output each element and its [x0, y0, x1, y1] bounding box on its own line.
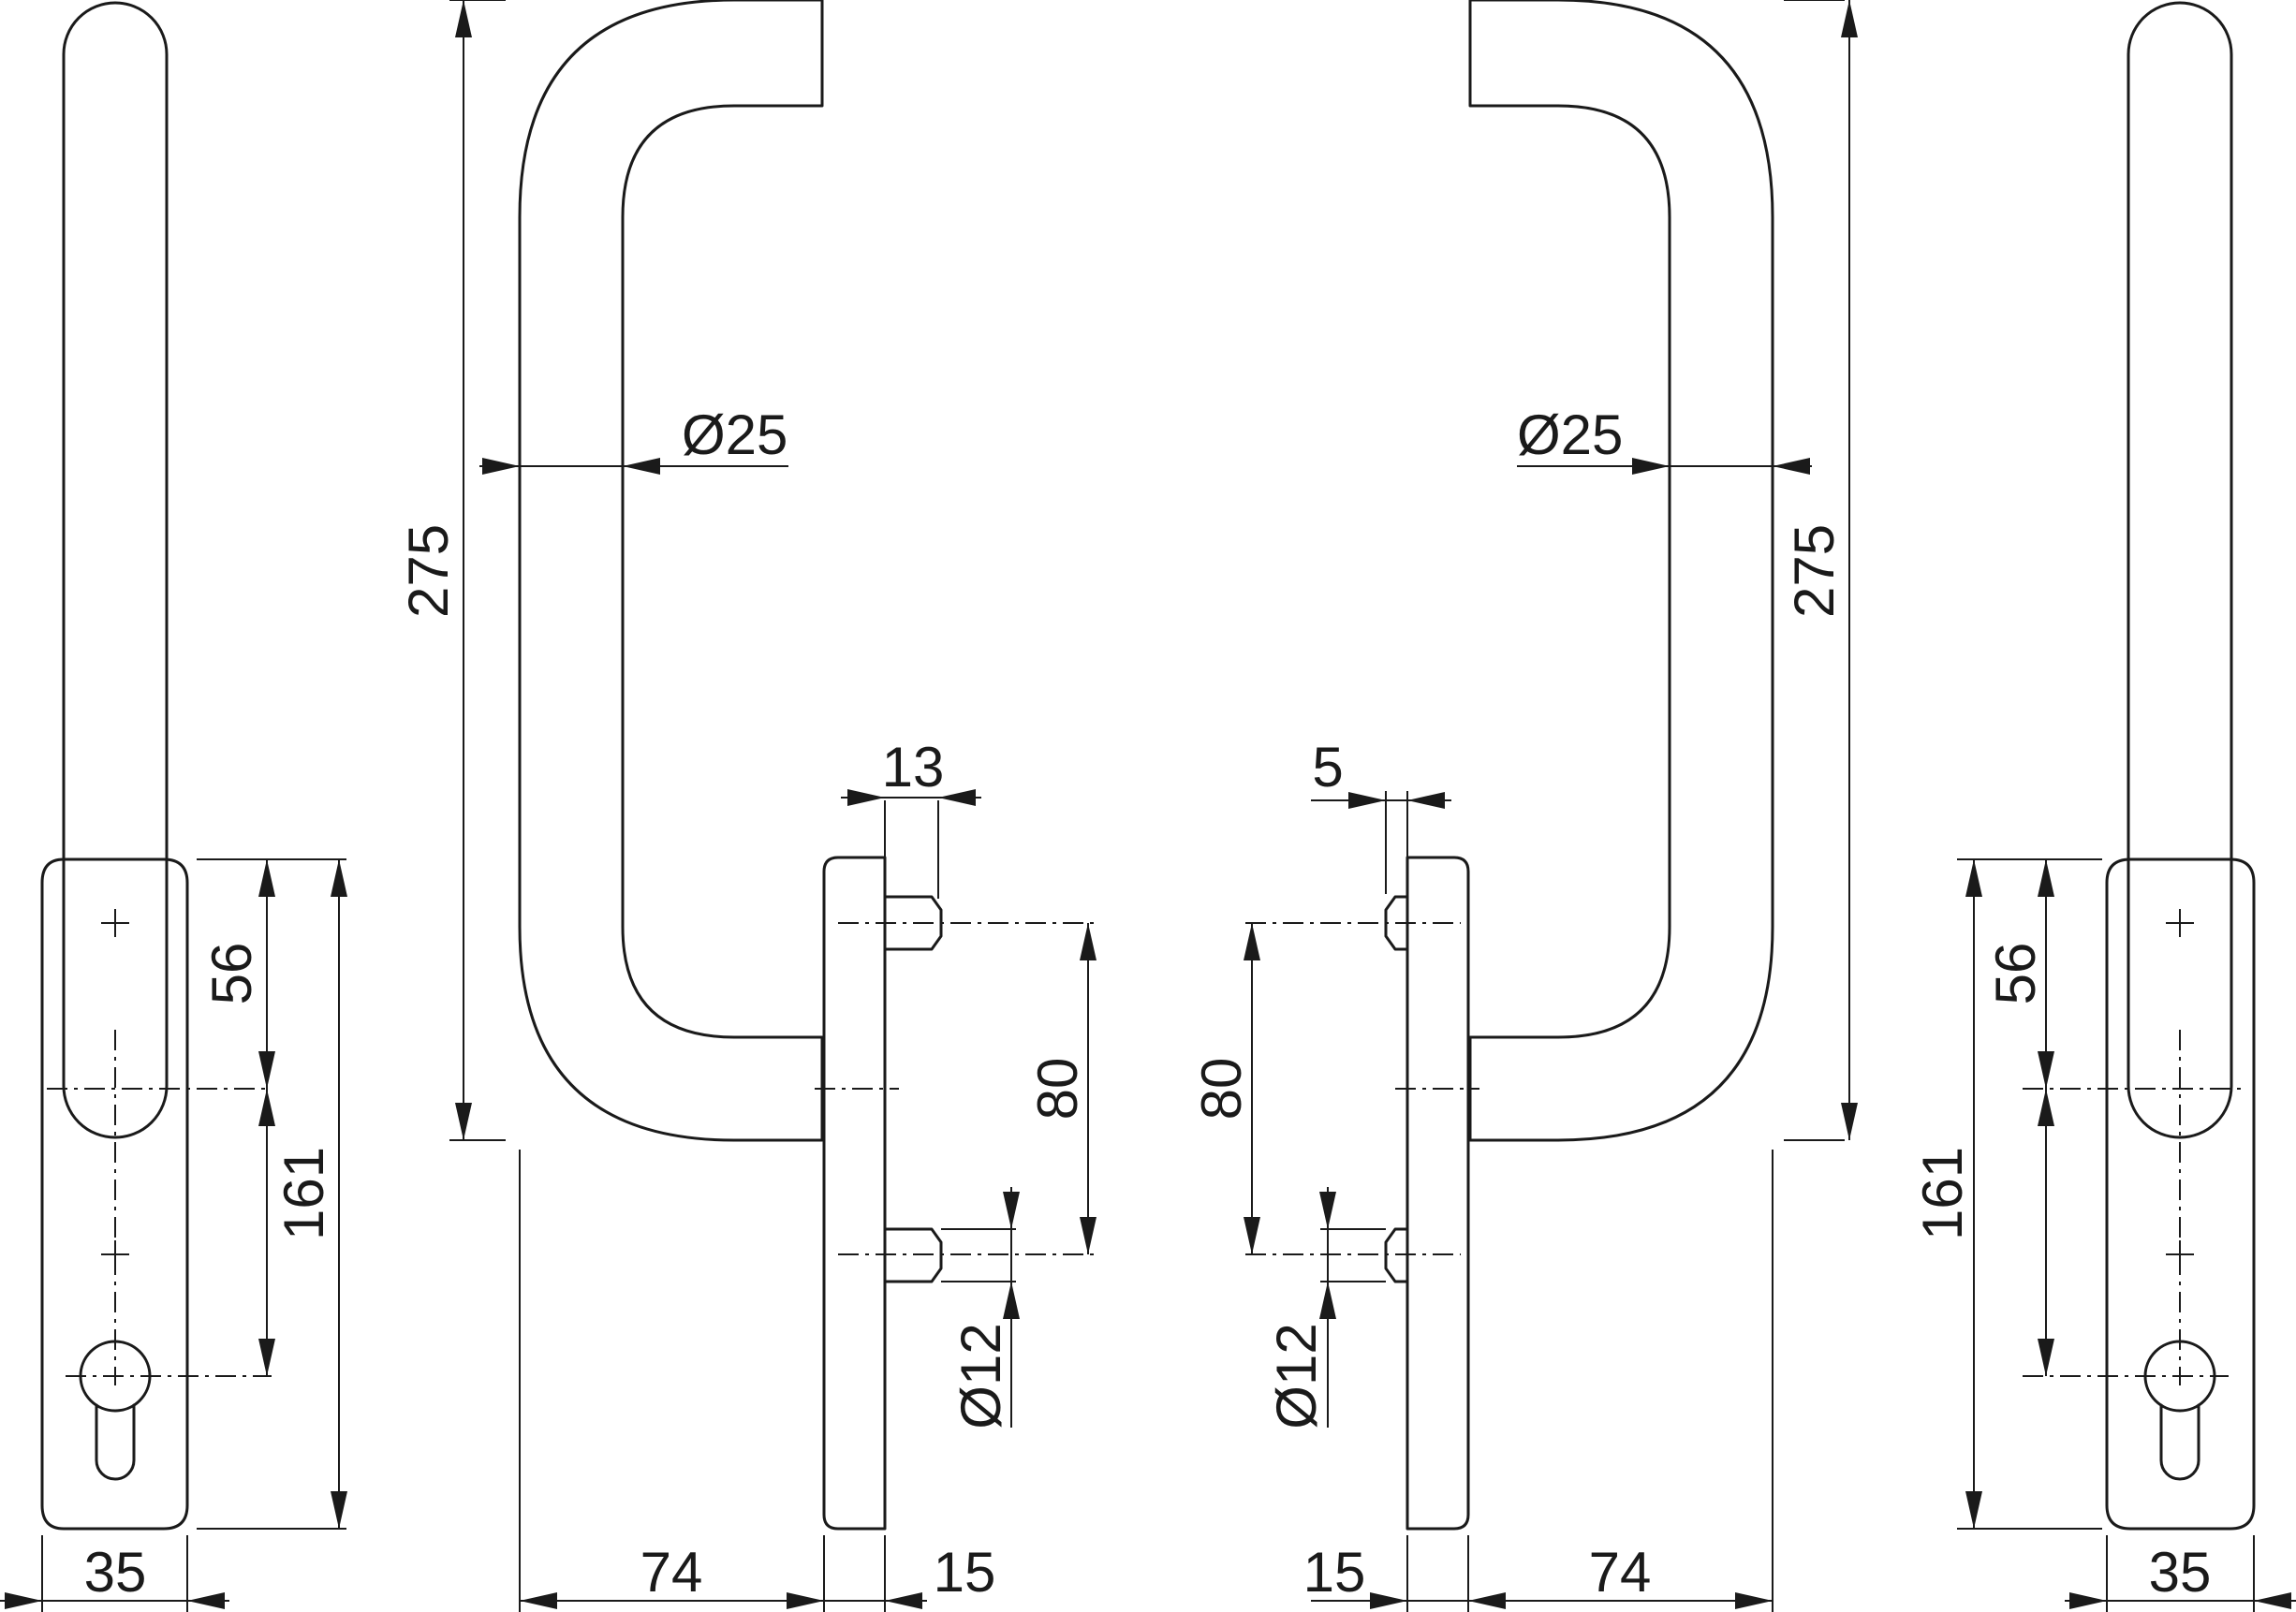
right-dim-15: 15	[1303, 1541, 1366, 1604]
left-dim-74: 74	[640, 1541, 703, 1604]
right-dim-161: 161	[1911, 1147, 1974, 1240]
right-pin-bottom	[1245, 1227, 1461, 1283]
left-pin-bottom	[838, 1227, 1096, 1283]
right-pin-top	[1245, 895, 1461, 951]
right-handle-profile	[1468, 0, 1774, 1142]
right-screw-mark-bottom	[2166, 1240, 2194, 1268]
left-dim-13: 13	[882, 736, 945, 799]
left-handle-profile	[518, 0, 824, 1142]
right-dim-74: 74	[1589, 1541, 1652, 1604]
right-dim-pin-diameter: Ø12	[1265, 1323, 1328, 1429]
right-dim-80: 80	[1190, 1058, 1253, 1121]
left-handle-bar	[62, 1, 169, 1088]
left-dim-275: 275	[397, 524, 460, 618]
left-dim-80: 80	[1026, 1058, 1089, 1121]
right-front-view: 56 161 35	[1911, 1, 2296, 1612]
right-rose-plate	[1406, 856, 1470, 1531]
right-handle-end	[2127, 1084, 2233, 1139]
right-dim-grip-diameter: Ø25	[1517, 403, 1623, 466]
left-front-view: 56 161 35	[0, 1, 347, 1612]
right-dim-35: 35	[2149, 1541, 2212, 1604]
left-dim-grip-diameter: Ø25	[682, 403, 787, 466]
right-backplate-outline	[2105, 857, 2256, 1531]
right-handle-bar	[2127, 1, 2233, 1088]
right-dim-56: 56	[1984, 943, 2047, 1005]
left-dim-35: 35	[84, 1541, 147, 1604]
right-dim-275: 275	[1783, 524, 1846, 618]
right-screw-mark-top	[2166, 909, 2194, 937]
left-dim-161: 161	[272, 1147, 335, 1240]
left-dim-56: 56	[200, 943, 263, 1005]
left-screw-mark-bottom	[101, 1240, 129, 1268]
left-rose-plate	[822, 856, 887, 1531]
right-dim-5: 5	[1312, 736, 1343, 799]
left-handle-end	[62, 1084, 169, 1139]
left-screw-mark-top	[101, 909, 129, 937]
left-keyhole	[79, 1340, 152, 1481]
left-dim-pin-diameter: Ø12	[949, 1323, 1012, 1429]
left-pin-top	[838, 895, 1096, 951]
right-side-view: 275 Ø25 5 80 Ø12 15 74	[1190, 0, 1858, 1612]
left-backplate-outline	[40, 857, 189, 1531]
left-side-view: 275 Ø25 13 80 Ø12 74 15	[397, 0, 1096, 1612]
right-keyhole	[2143, 1340, 2216, 1481]
left-dim-15: 15	[934, 1541, 996, 1604]
